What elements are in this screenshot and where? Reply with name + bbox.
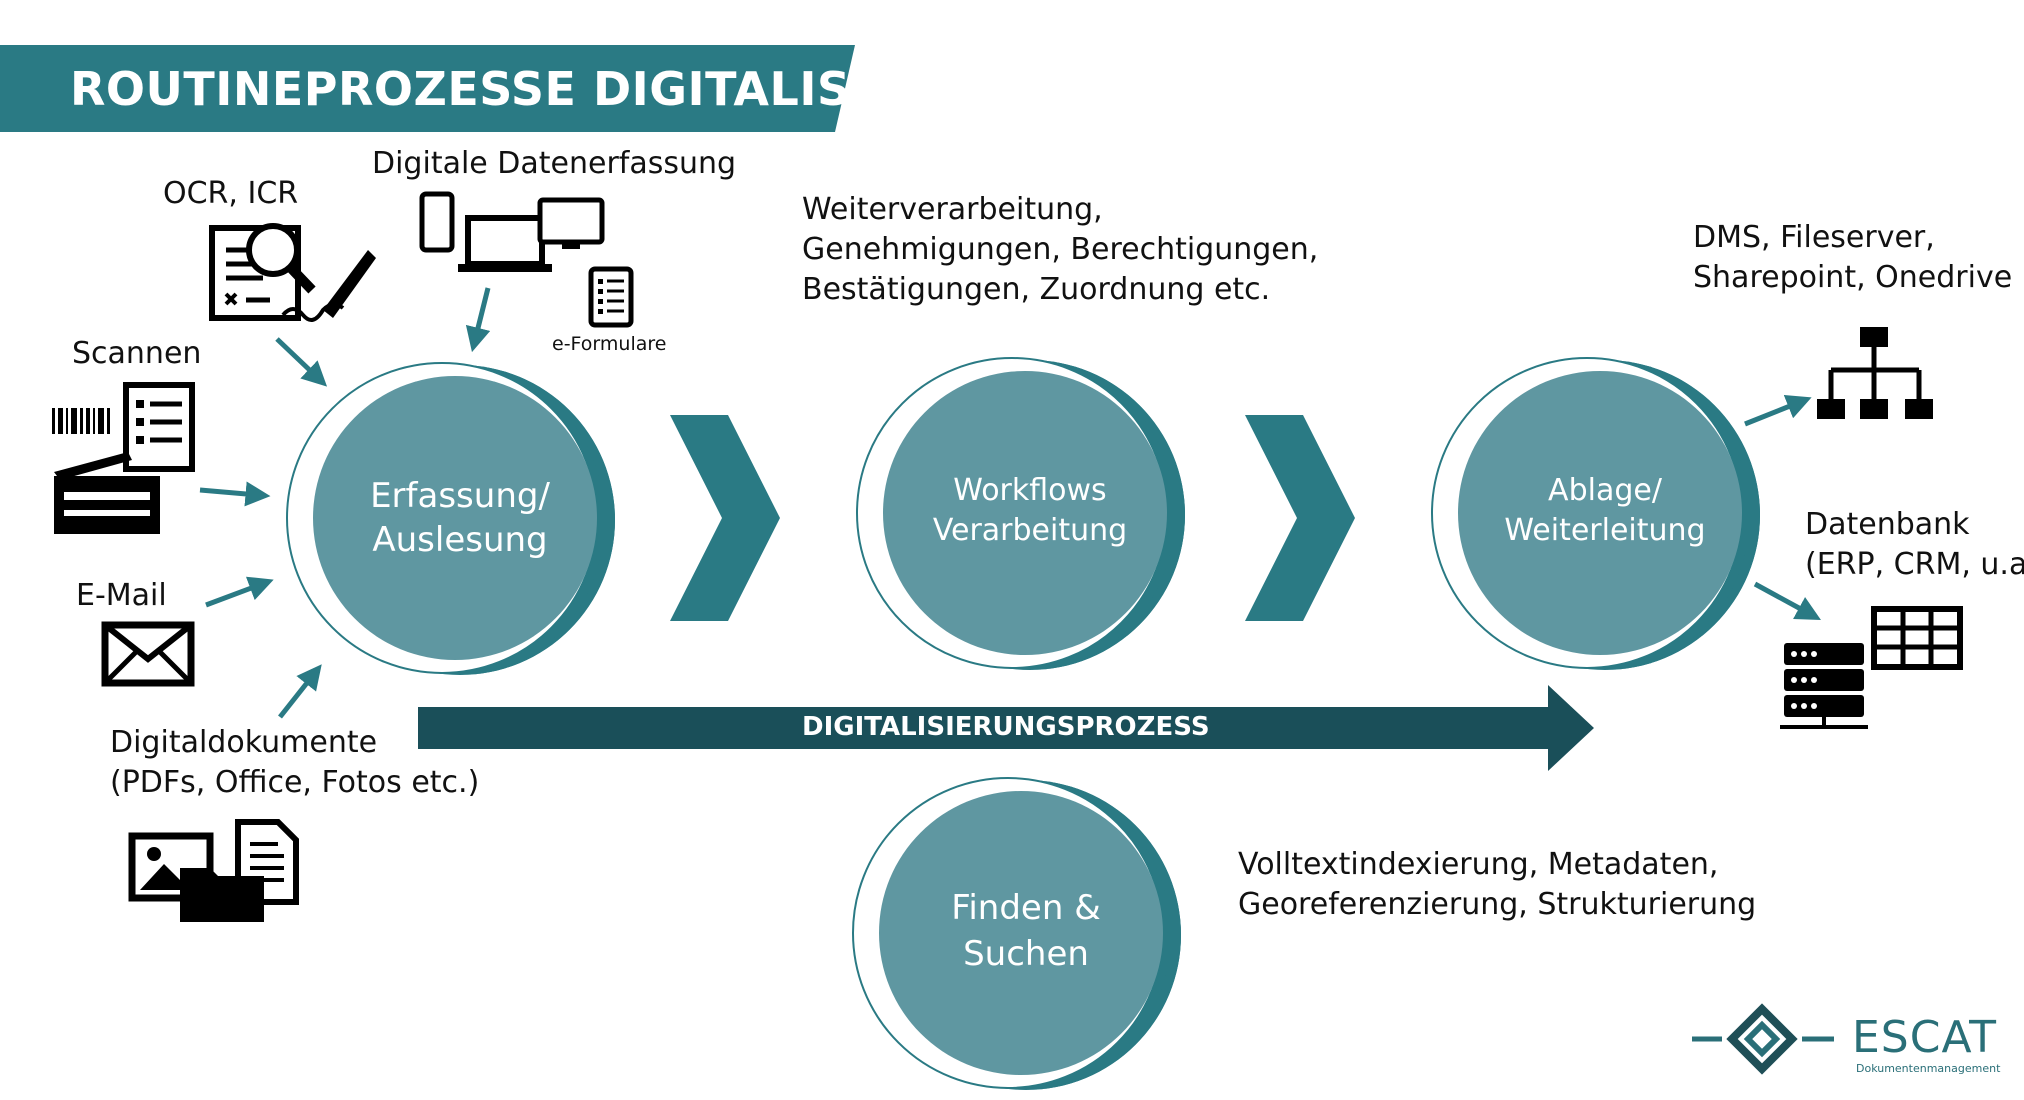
process-arrow (418, 685, 1594, 771)
e-formulare-label: e-Formulare (552, 333, 667, 355)
circle-finden-line2: Suchen (963, 934, 1089, 974)
database-icon (1780, 606, 1963, 729)
logo-name: ESCAT (1852, 1012, 1998, 1063)
documents-arrow (278, 664, 322, 719)
circle-workflows-line1: Workflows (953, 473, 1107, 508)
e-formular-icon (588, 266, 634, 328)
ocr-label: OCR, ICR (163, 176, 299, 211)
workflow-desc-line1: Weiterverarbeitung, (802, 192, 1103, 227)
circle-ablage (1431, 357, 1760, 670)
dms-sublabel: Sharepoint, Onedrive (1693, 260, 2013, 295)
digitaldokumente-label: Digitaldokumente (110, 725, 378, 760)
circle-workflows-line2: Verarbeitung (932, 513, 1128, 548)
logo-subtitle: Dokumentenmanagement (1856, 1062, 2001, 1075)
chevron-right-icon (670, 415, 780, 621)
process-arrow-label: DIGITALISIERUNGSPROZESS (802, 712, 1210, 742)
datenbank-arrow (1753, 581, 1821, 620)
email-label: E-Mail (76, 578, 167, 613)
email-arrow (205, 576, 274, 608)
scanner-icon (52, 382, 195, 534)
scanner-arrow (199, 481, 271, 507)
circle-erfassung-line1: Erfassung/ (370, 476, 550, 516)
email-icon (101, 621, 195, 687)
circle-ablage-line2: Weiterleitung (1504, 513, 1706, 548)
devices-arrow (465, 287, 491, 353)
workflow-desc-line3: Bestätigungen, Zuordnung etc. (802, 272, 1271, 307)
circle-erfassung-line2: Auslesung (372, 520, 548, 560)
digital-documents-icon (128, 819, 299, 922)
workflow-desc-line2: Genehmigungen, Berechtigungen, (802, 232, 1319, 267)
digitaldokumente-sublabel: (PDFs, Office, Fotos etc.) (110, 765, 480, 800)
search-desc-line2: Georeferenzierung, Strukturierung (1238, 887, 1757, 922)
dms-arrow (1744, 395, 1812, 427)
page-title: ROUTINEPROZESSE DIGITALISIEREN (70, 62, 1007, 116)
scannen-label: Scannen (72, 336, 202, 371)
ocr-document-icon (209, 223, 376, 322)
title-banner (0, 45, 855, 132)
chevron-right-icon-2 (1245, 415, 1355, 621)
devices-icon (419, 191, 605, 272)
dms-label: DMS, Fileserver, (1693, 220, 1935, 255)
circle-finden-line1: Finden & (951, 888, 1101, 928)
circle-workflows (856, 357, 1185, 670)
ocr-arrow (275, 337, 328, 387)
circle-finden (852, 777, 1181, 1090)
escat-logo-icon (1692, 1003, 1834, 1075)
search-desc-line1: Volltextindexierung, Metadaten, (1238, 847, 1719, 882)
datenbank-label: Datenbank (1805, 507, 1970, 542)
digitale-datenerfassung-label: Digitale Datenerfassung (372, 146, 737, 181)
circle-ablage-line1: Ablage/ (1548, 473, 1662, 508)
hierarchy-icon (1817, 327, 1933, 419)
datenbank-sublabel: (ERP, CRM, u.a.) (1805, 547, 2024, 582)
circle-erfassung (286, 362, 615, 675)
